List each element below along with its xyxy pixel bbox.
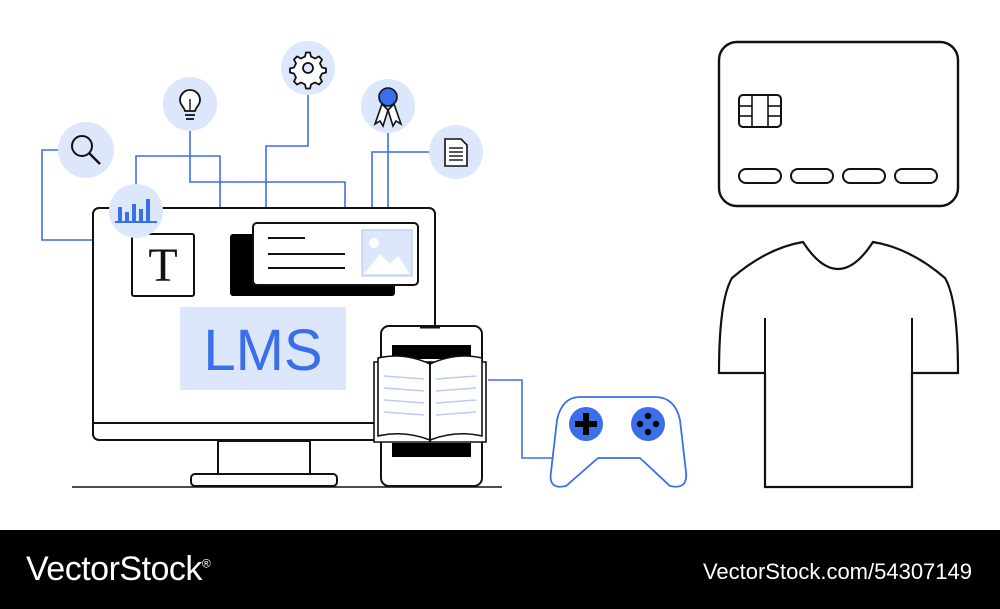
content-panel [230,222,419,296]
illustration: T LMS [41,40,960,489]
lms-label-bg [180,307,346,390]
tshirt-icon [717,240,960,489]
text-tool-card: T [131,233,195,297]
open-book-icon [373,355,487,443]
brand-name: VectorStock [26,550,202,588]
vectorstock-logo: VectorStock® [26,550,211,589]
connector-lines [41,95,552,459]
bar-chart-icon [109,184,163,238]
credit-card-icon [717,40,960,208]
image-placeholder-icon [361,229,413,277]
stock-id: VectorStock.com/54307149 [702,559,972,584]
lightbulb-icon [163,77,217,131]
brand-mark: ® [201,556,211,571]
lms-label: LMS [203,318,322,383]
text-tool-glyph: T [148,239,177,292]
award-ribbon-icon [361,79,415,133]
gamepad-icon [549,396,688,488]
document-icon [429,125,483,179]
watermark-footer: VectorStock® VectorStock.com/54307149 [0,530,1000,609]
gear-icon [281,41,335,95]
magnifier-icon [58,122,114,178]
